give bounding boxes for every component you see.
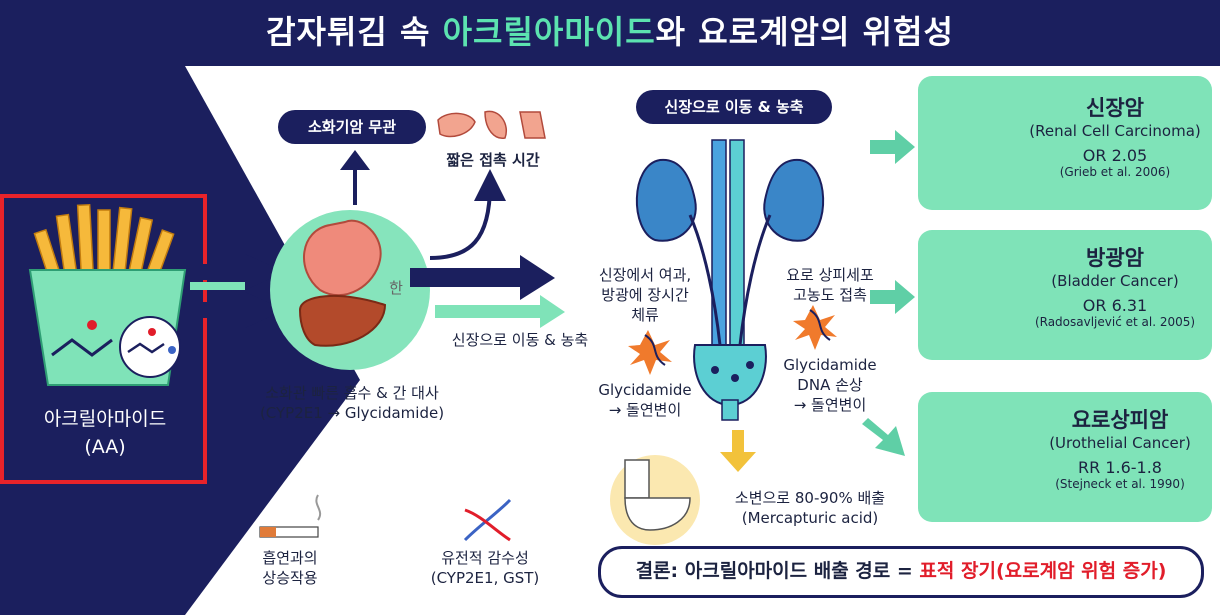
bladder-cancer-en: (Bladder Cancer)	[1051, 272, 1179, 290]
arrows-to-cards	[862, 130, 915, 456]
metabolism-label: (CYP2E1 → Glycidamide)	[259, 404, 445, 422]
stay-line-1: 신장에서 여과,	[598, 266, 692, 284]
smoking-line-1: 흡연과의	[262, 549, 318, 567]
toilet-icon	[610, 455, 700, 545]
stomach-icon	[303, 219, 382, 297]
bladder-cancer-card	[918, 230, 1212, 360]
mutation-left-2: → 돌연변이	[608, 401, 682, 419]
stay-line-3: 체류	[631, 306, 659, 324]
urothelial-cancer-stat: RR 1.6-1.8	[1078, 458, 1162, 477]
contact-line-1: 요로 상피세포	[786, 266, 874, 284]
renal-cancer-title: 신장암	[1086, 96, 1144, 120]
acrylamide-molecule-icon	[119, 316, 181, 378]
genetic-line-2: (CYP2E1, GST)	[430, 569, 540, 587]
mutation-right-2: DNA 손상	[797, 376, 863, 394]
stay-line-2: 방광에 장시간	[601, 286, 689, 304]
transport-label: 신장으로 이동 & 농축	[451, 331, 589, 349]
urothelial-cancer-ref: (Stejneck et al. 1990)	[1055, 477, 1185, 491]
renal-cancer-en: (Renal Cell Carcinoma)	[1029, 122, 1201, 140]
up-arrow	[340, 150, 370, 205]
annotation-box	[0, 194, 207, 484]
mint-arrow-right	[435, 295, 565, 328]
absorption-label: 소화관 빠른 흡수 & 간 대사	[265, 384, 439, 402]
bladder-cancer-ref: (Radosavljević et al. 2005)	[1034, 315, 1196, 329]
intestine-icons	[437, 110, 546, 139]
urothelial-cancer-card	[918, 392, 1212, 522]
dna-damage-icon-left	[628, 330, 672, 375]
dna-icon	[463, 498, 512, 542]
mutation-left-1: Glycidamide	[598, 381, 692, 399]
title-bar	[0, 0, 1220, 66]
excretion-label: 소변으로 80-90% 배출	[734, 489, 886, 507]
big-arrow-right	[410, 255, 555, 300]
short-contact-label: 짧은 접촉 시간	[446, 151, 540, 169]
input-arrows	[190, 254, 285, 328]
acrylamide-name: 아크릴아마이드	[43, 408, 167, 430]
renal-cancer-stat: OR 2.05	[1082, 146, 1148, 165]
contact-line-2: 고농도 접촉	[793, 286, 867, 304]
digestive-cancer-pill: 소화기암 무관	[278, 110, 426, 144]
curve-arrow	[429, 169, 506, 260]
down-arrow	[720, 430, 756, 472]
overlay-char: 한	[389, 279, 403, 297]
renal-cancer-ref: (Grieb et al. 2006)	[1059, 165, 1171, 179]
mutation-right-1: Glycidamide	[783, 356, 877, 374]
bladder-cancer-stat: OR 6.31	[1082, 296, 1148, 315]
renal-cancer-card	[918, 76, 1212, 210]
page-title: 감자튀김 속 아크릴아마이드와 요로계암의 위험성	[266, 13, 954, 51]
conclusion-box: 결론: 아크릴아마이드 배출 경로 = 표적 장기(요로계암 위험 증가)	[598, 546, 1204, 598]
kidney-system-icon	[635, 139, 825, 421]
liver-icon	[298, 295, 387, 347]
genetic-line-1: 유전적 감수성	[441, 549, 529, 567]
mutation-right-3: → 돌연변이	[793, 396, 867, 414]
smoking-line-2: 상승작용	[262, 569, 318, 587]
cigarette-icon	[259, 494, 322, 538]
kidney-pill: 신장으로 이동 & 농축	[636, 90, 832, 124]
urothelial-cancer-en: (Urothelial Cancer)	[1049, 434, 1191, 452]
mercapturic-label: (Mercapturic acid)	[741, 509, 879, 527]
bladder-cancer-title: 방광암	[1086, 246, 1144, 270]
dna-damage-icon-right	[793, 305, 837, 350]
acrylamide-abbr: (AA)	[84, 436, 126, 458]
urothelial-cancer-title: 요로상피암	[1071, 408, 1169, 432]
